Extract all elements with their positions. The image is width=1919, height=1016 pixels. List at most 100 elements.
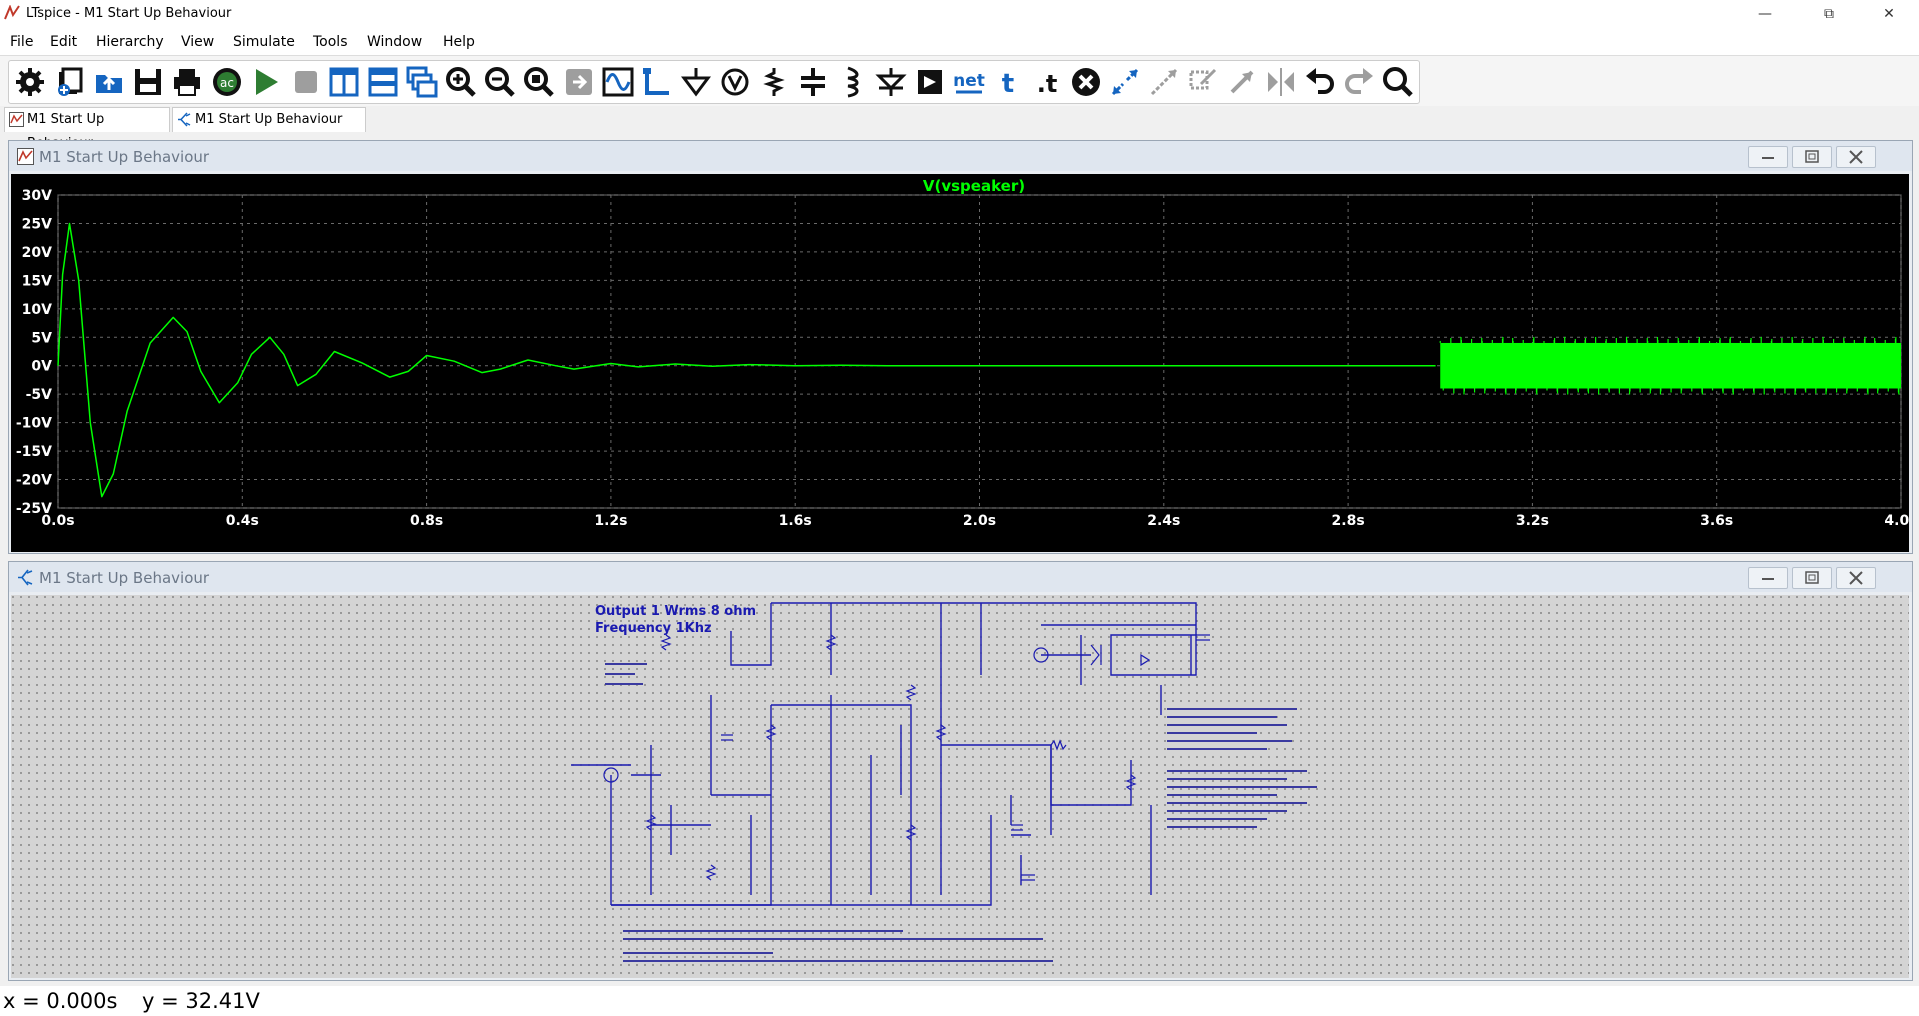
schematic-grid (11, 595, 1909, 978)
y-tick-label: 0V (31, 359, 52, 375)
x-tick-label: 2.8s (1332, 513, 1365, 529)
halt-icon[interactable] (290, 66, 322, 98)
text-icon[interactable]: t (992, 66, 1024, 98)
ac-run-icon[interactable]: ac (211, 66, 243, 98)
zoom-back-icon[interactable] (563, 66, 595, 98)
menu-window[interactable]: Window (367, 34, 423, 50)
tab-waveform[interactable]: M1 Start Up Behaviour (4, 107, 170, 151)
x-tick-label: 0.4s (226, 513, 259, 529)
trace-vspeaker-steady-state (1440, 342, 1901, 389)
minimize-icon (1762, 578, 1774, 580)
tile-vertical-icon[interactable] (328, 66, 360, 98)
toolbar: ac net t .t (0, 56, 1919, 106)
schematic-canvas[interactable]: Output 1 Wrms 8 ohm Frequency 1Khz (11, 595, 1909, 978)
y-tick-label: 5V (31, 330, 52, 346)
label-icon[interactable] (719, 66, 751, 98)
restore-button[interactable]: ⧉ (1824, 6, 1834, 22)
waveform-close-button[interactable] (1836, 146, 1876, 168)
y-tick-label: 15V (22, 273, 52, 289)
save-icon[interactable] (132, 66, 164, 98)
waveform-window-title: M1 Start Up Behaviour (39, 148, 210, 166)
schematic-annotation-frequency[interactable]: Frequency 1Khz (595, 621, 712, 636)
x-tick-label: 3.6s (1700, 513, 1733, 529)
menu-bar: File Edit Hierarchy View Simulate Tools … (0, 28, 1919, 56)
plot-grid (57, 194, 1902, 509)
x-tick-label: 1.6s (779, 513, 812, 529)
menu-tools[interactable]: Tools (313, 34, 348, 50)
mirror-icon[interactable] (1265, 66, 1297, 98)
x-tick-label: 0.8s (410, 513, 443, 529)
schematic-window-icon (18, 569, 33, 586)
diode-icon[interactable] (875, 66, 907, 98)
capacitor-icon[interactable] (797, 66, 829, 98)
close-icon (1849, 150, 1863, 164)
net-icon[interactable]: net (953, 66, 985, 98)
copy-icon[interactable] (1187, 66, 1219, 98)
x-tick-label: 0.0s (41, 513, 74, 529)
schematic-tab-icon (178, 112, 191, 127)
find-icon[interactable] (1382, 66, 1414, 98)
tile-horizontal-icon[interactable] (367, 66, 399, 98)
waveform-minimize-button[interactable] (1748, 146, 1788, 168)
cascade-icon[interactable] (406, 66, 438, 98)
tab-schematic-label: M1 Start Up Behaviour (195, 112, 343, 127)
menu-help[interactable]: Help (443, 34, 475, 50)
paste-icon[interactable] (1226, 66, 1258, 98)
tab-schematic[interactable]: M1 Start Up Behaviour (172, 107, 366, 132)
spice-directive-icon[interactable]: .t (1031, 66, 1063, 98)
zoom-in-icon[interactable] (445, 66, 477, 98)
schematic-annotation-output[interactable]: Output 1 Wrms 8 ohm (595, 604, 756, 619)
menu-simulate[interactable]: Simulate (233, 34, 295, 50)
component-icon[interactable] (914, 66, 946, 98)
x-tick-label: 2.4s (1147, 513, 1180, 529)
menu-hierarchy[interactable]: Hierarchy (96, 34, 164, 50)
minimize-icon (1762, 157, 1774, 159)
schematic-components[interactable] (603, 634, 1210, 881)
close-button[interactable]: ✕ (1883, 6, 1895, 22)
move-icon[interactable] (1109, 66, 1141, 98)
drag-icon[interactable] (1148, 66, 1180, 98)
ground-icon[interactable] (680, 66, 712, 98)
minimize-button[interactable]: — (1758, 6, 1772, 22)
delete-icon[interactable] (1070, 66, 1102, 98)
plot-traces (57, 222, 1901, 498)
toolbar-frame (8, 60, 1420, 104)
x-tick-label: 2.0s (963, 513, 996, 529)
menu-edit[interactable]: Edit (50, 34, 78, 50)
wire-icon[interactable] (641, 66, 673, 98)
y-tick-label: -25V (16, 501, 52, 517)
schematic-close-button[interactable] (1836, 567, 1876, 589)
run-icon[interactable] (250, 66, 282, 98)
menu-file[interactable]: File (10, 34, 34, 50)
waveform-maximize-button[interactable] (1792, 146, 1832, 168)
new-schematic-icon[interactable] (54, 66, 86, 98)
inductor-icon[interactable] (836, 66, 868, 98)
svg-text:.t: .t (1037, 70, 1058, 98)
schematic-minimize-button[interactable] (1748, 567, 1788, 589)
plot-icon[interactable] (602, 66, 634, 98)
y-tick-label: 25V (22, 216, 52, 232)
waveform-window-icon (17, 148, 34, 165)
undo-icon[interactable] (1304, 66, 1336, 98)
gear-icon[interactable] (14, 66, 46, 98)
svg-text:ac: ac (220, 76, 234, 90)
trace-title[interactable]: V(vspeaker) (923, 177, 1025, 195)
menu-view[interactable]: View (181, 34, 215, 50)
zoom-fit-icon[interactable] (523, 66, 555, 98)
maximize-icon (1805, 571, 1819, 584)
status-bar: x = 0.000s y = 32.41V (0, 986, 1919, 1016)
window-title: LTspice - M1 Start Up Behaviour (26, 6, 232, 21)
print-icon[interactable] (171, 66, 203, 98)
svg-text:t: t (1002, 69, 1014, 98)
redo-icon[interactable] (1343, 66, 1375, 98)
schematic-window-titlebar: M1 Start Up Behaviour (9, 562, 1912, 592)
resistor-icon[interactable] (758, 66, 790, 98)
y-tick-label: -5V (26, 387, 53, 403)
open-icon[interactable] (93, 66, 125, 98)
waveform-tab-icon (9, 112, 24, 127)
schematic-maximize-button[interactable] (1792, 567, 1832, 589)
zoom-out-icon[interactable] (484, 66, 516, 98)
